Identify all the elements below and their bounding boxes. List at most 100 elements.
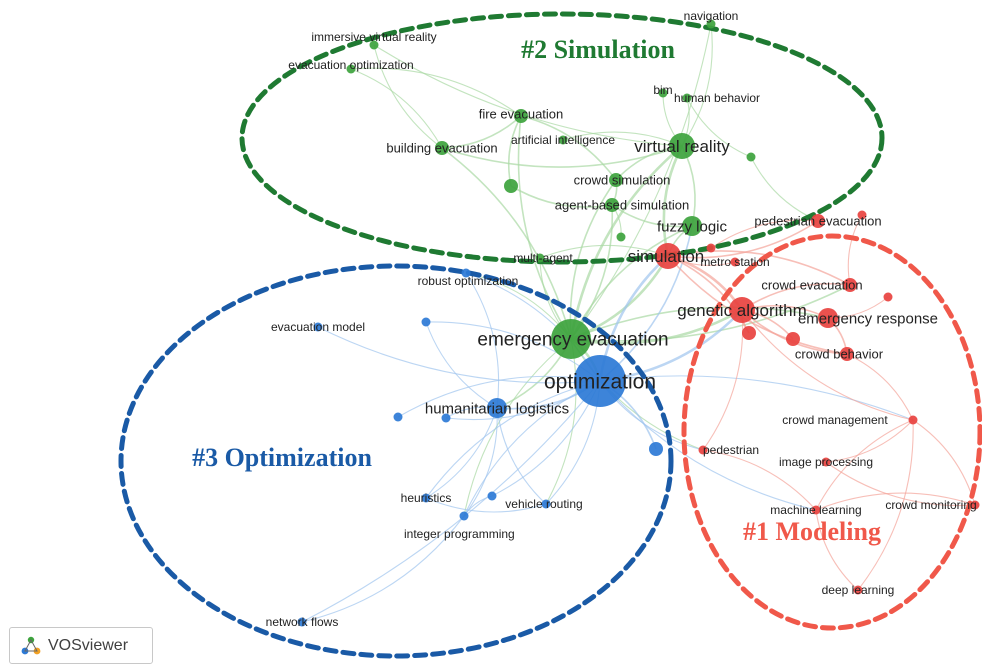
edge-humanitarian-vehicle_routing (496, 407, 547, 505)
label-pedestrian: pedestrian (703, 443, 759, 457)
node-deep-learning[interactable] (853, 585, 863, 595)
label-crowd-evac: crowd evacuation (761, 278, 862, 293)
label-emergency-evac: emergency evacuation (477, 330, 668, 351)
node-building-evac[interactable] (435, 141, 449, 155)
label-genetic-alg: genetic algorithm (677, 301, 806, 320)
label-network-flows: network flows (266, 615, 339, 629)
label-crowd-mgmt: crowd management (782, 413, 888, 427)
node-mod-unl3[interactable] (883, 292, 893, 302)
node-virtual-reality[interactable] (669, 133, 695, 159)
node-evac-opt[interactable] (346, 64, 356, 74)
label-pedestrian-evac: pedestrian evacuation (754, 214, 881, 229)
node-vehicle-routing[interactable] (541, 499, 551, 509)
edge-emergency_evac-vehicle_routing (545, 338, 577, 505)
label-crowd-sim: crowd simulation (574, 173, 671, 188)
node-multi-agent[interactable] (535, 253, 545, 263)
label-fire-evac: fire evacuation (479, 107, 564, 122)
node-navigation[interactable] (706, 19, 716, 29)
node-opt-unl3[interactable] (487, 491, 497, 501)
edge-fire_evac-crowd_sim (520, 115, 617, 181)
node-pedestrian-evac[interactable] (811, 214, 825, 228)
label-crowd-behavior: crowd behavior (795, 347, 884, 362)
node-opt-unl2[interactable] (421, 317, 431, 327)
edge-fire_evac-building_evac (441, 115, 522, 149)
node-crowd-sim[interactable] (609, 173, 623, 187)
edge-pedestrian-machine_learning (702, 449, 817, 511)
node-sim-unlabeled2[interactable] (616, 232, 626, 242)
label-fuzzy-logic: fuzzy logic (657, 218, 728, 235)
node-agent-sim[interactable] (605, 198, 619, 212)
node-humanitarian[interactable] (487, 398, 507, 418)
node-immersive-vr[interactable] (369, 40, 379, 50)
node-genetic-alg[interactable] (729, 297, 755, 323)
node-crowd-monitoring[interactable] (970, 500, 980, 510)
labels-layer: navigation immersive virtual reality evacu… (266, 9, 977, 629)
cluster-title-modeling: #1 Modeling (743, 517, 881, 546)
label-navigation: navigation (684, 9, 739, 23)
label-heuristics: heuristics (401, 491, 452, 505)
node-human-behavior[interactable] (682, 93, 692, 103)
edge-crowd_mgmt-machine_learning (815, 419, 914, 511)
label-immersive-vr: immersive virtual reality (311, 30, 436, 44)
edge-multi_agent-simulation (539, 244, 669, 259)
label-emergency-resp: emergency response (798, 310, 938, 327)
node-bim[interactable] (658, 88, 668, 98)
node-network-flows[interactable] (297, 617, 307, 627)
node-fuzzy-logic[interactable] (682, 216, 702, 236)
node-opt-unl1[interactable] (441, 413, 451, 423)
node-pedestrian[interactable] (698, 445, 708, 455)
label-crowd-monitoring: crowd monitoring (885, 498, 976, 512)
node-crowd-mgmt[interactable] (908, 415, 918, 425)
node-sim-unlabeled1[interactable] (504, 179, 518, 193)
node-opt-unl5[interactable] (649, 442, 663, 456)
node-simulation[interactable] (655, 243, 681, 269)
label-ai: artificial intelligence (511, 133, 615, 147)
edge-genetic_alg-crowd_mgmt (741, 309, 914, 421)
node-mod-unl1[interactable] (742, 326, 756, 340)
node-integer-prog[interactable] (459, 511, 469, 521)
label-building-evac: building evacuation (386, 141, 497, 156)
label-agent-sim: agent-based simulation (555, 198, 689, 213)
vosviewer-badge[interactable]: VOSviewer (9, 627, 153, 664)
node-mod-unl2[interactable] (786, 332, 800, 346)
node-mod-unl4[interactable] (857, 210, 867, 220)
node-optimization[interactable] (574, 355, 626, 407)
node-ai[interactable] (558, 135, 568, 145)
label-evac-model: evacuation model (271, 320, 365, 334)
node-image-proc[interactable] (821, 457, 831, 467)
label-machine-learning: machine learning (770, 503, 861, 517)
cluster-outline-modeling (681, 233, 982, 631)
node-machine-learning[interactable] (811, 505, 821, 515)
node-metro-station[interactable] (730, 257, 740, 267)
edge-virtual_reality-navigation (681, 23, 713, 147)
node-emergency-resp[interactable] (818, 308, 838, 328)
edge-simulation-pedestrian_evac (667, 220, 819, 259)
node-evac-model[interactable] (313, 322, 323, 332)
edge-humanitarian-opt_unl2 (425, 321, 498, 409)
label-image-proc: image processing (779, 455, 873, 469)
node-sim-unlabeled3[interactable] (746, 152, 756, 162)
vosviewer-label: VOSviewer (48, 636, 129, 654)
node-emergency-evac[interactable] (551, 319, 591, 359)
edge-building_evac-immersive_vr (373, 44, 443, 149)
edge-sim_unlabeled3-pedestrian_evac (750, 156, 819, 222)
node-mod-unl5[interactable] (706, 243, 716, 253)
edge-emergency_evac-crowd_sim (569, 179, 617, 340)
label-vehicle-routing: vehicle routing (505, 497, 582, 511)
node-opt-unl4[interactable] (393, 412, 403, 422)
label-bim: bim (653, 83, 672, 97)
cluster-titles: #2 Simulation#3 Optimization#1 Modeling (192, 35, 881, 546)
node-crowd-evac[interactable] (843, 278, 857, 292)
node-robust-opt[interactable] (461, 268, 471, 278)
node-heuristics[interactable] (421, 493, 431, 503)
edge-crowd_mgmt-image_proc (825, 419, 914, 463)
edge-sim_unlabeled3-human_behavior (686, 97, 752, 158)
edge-optimization-machine_learning (599, 380, 817, 511)
node-fire-evac[interactable] (514, 109, 528, 123)
edge-optimization-opt_unl4 (397, 375, 601, 418)
node-crowd-behavior[interactable] (840, 347, 854, 361)
edge-emergency_evac-virtual_reality (569, 145, 683, 340)
label-multi-agent: multi-agent (513, 251, 573, 265)
edge-crowd_behavior-crowd_mgmt (846, 353, 914, 421)
